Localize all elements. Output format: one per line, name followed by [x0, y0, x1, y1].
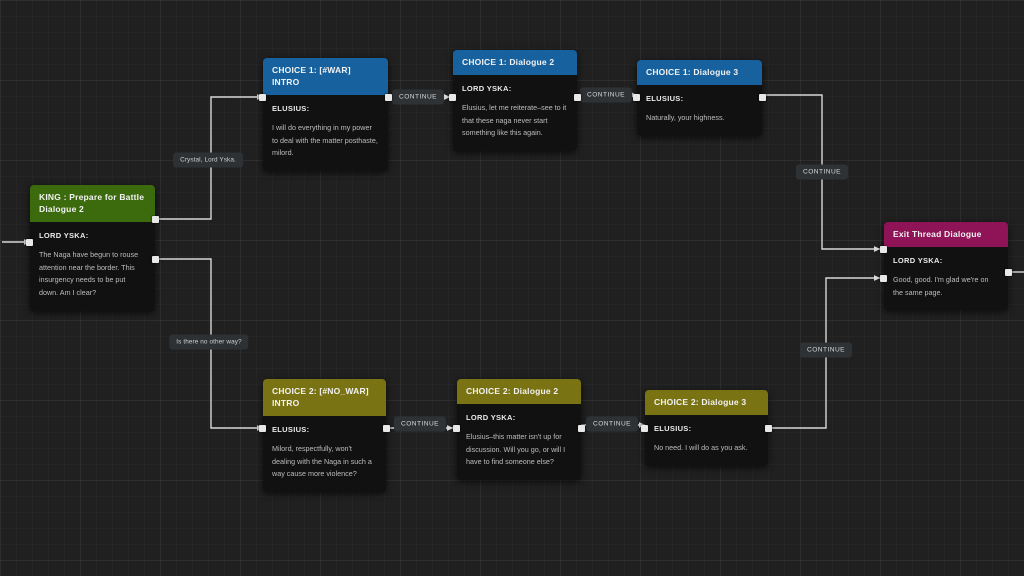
node-body: ELUSIUS: Milord, respectfully, won't dea… — [263, 416, 386, 492]
port-input[interactable] — [453, 425, 460, 432]
port-input-1[interactable] — [880, 246, 887, 253]
node-speaker: ELUSIUS: — [272, 425, 310, 435]
node-title: CHOICE 1: [#WAR] INTRO — [263, 58, 388, 96]
node-body: ELUSIUS: Naturally, your highness. — [637, 85, 762, 136]
node-choice-1-dialogue-2[interactable]: CHOICE 1: Dialogue 2 LORD YSKA: Elusius,… — [449, 50, 581, 151]
port-output-2[interactable] — [152, 256, 159, 263]
node-speaker: ELUSIUS: — [272, 104, 310, 114]
edge-label-choice-2[interactable]: Is there no other way? — [169, 334, 249, 350]
node-speaker: LORD YSKA: — [466, 413, 516, 423]
node-text: Naturally, your highness. — [646, 113, 725, 123]
port-input[interactable] — [259, 94, 266, 101]
edge-label-continue-2[interactable]: CONTINUE — [579, 87, 633, 103]
node-choice-2-dialogue-3[interactable]: CHOICE 2: Dialogue 3 ELUSIUS: No need. I… — [641, 390, 772, 466]
node-speaker: LORD YSKA: — [462, 84, 512, 94]
port-input[interactable] — [26, 239, 33, 246]
edge-label-continue-1[interactable]: CONTINUE — [391, 89, 445, 105]
node-title: CHOICE 2: [#NO_WAR] INTRO — [263, 379, 386, 417]
edge-label-continue-3[interactable]: CONTINUE — [795, 164, 849, 180]
node-king-prepare-for-battle[interactable]: KING : Prepare for Battle Dialogue 2 LOR… — [26, 185, 159, 311]
node-speaker: LORD YSKA: — [893, 256, 943, 266]
port-input-2[interactable] — [880, 275, 887, 282]
node-body: ELUSIUS: I will do everything in my powe… — [263, 95, 388, 171]
node-text: The Naga have begun to rouse attention n… — [39, 250, 139, 297]
node-title: Exit Thread Dialogue — [884, 222, 1008, 248]
node-speaker: ELUSIUS: — [646, 94, 684, 104]
node-exit-thread-dialogue[interactable]: Exit Thread Dialogue LORD YSKA: Good, go… — [880, 222, 1012, 311]
port-output[interactable] — [383, 425, 390, 432]
node-text: Elusius, let me reiterate–see to it that… — [462, 103, 567, 138]
node-title: CHOICE 2: Dialogue 3 — [645, 390, 768, 416]
node-title: CHOICE 2: Dialogue 2 — [457, 379, 581, 405]
node-body: ELUSIUS: No need. I will do as you ask. — [645, 415, 768, 466]
node-text: Good, good. I'm glad we're on the same p… — [893, 275, 989, 297]
edge-label-continue-4[interactable]: CONTINUE — [393, 416, 447, 432]
node-title-line-2: Dialogue 2 — [39, 204, 84, 215]
node-body: LORD YSKA: Elusius, let me reiterate–see… — [453, 75, 577, 151]
port-output[interactable] — [578, 425, 585, 432]
port-output[interactable] — [574, 94, 581, 101]
port-input[interactable] — [641, 425, 648, 432]
node-title: CHOICE 1: Dialogue 3 — [637, 60, 762, 86]
node-title: CHOICE 1: Dialogue 2 — [453, 50, 577, 76]
node-title-line-1: KING : Prepare for Battle — [39, 192, 145, 202]
node-body: LORD YSKA: The Naga have begun to rouse … — [30, 222, 155, 310]
node-body: LORD YSKA: Good, good. I'm glad we're on… — [884, 247, 1008, 310]
port-output-1[interactable] — [152, 216, 159, 223]
port-input[interactable] — [259, 425, 266, 432]
edge-label-continue-5[interactable]: CONTINUE — [585, 416, 639, 432]
node-choice-2-dialogue-2[interactable]: CHOICE 2: Dialogue 2 LORD YSKA: Elusius–… — [453, 379, 585, 480]
port-output[interactable] — [759, 94, 766, 101]
node-speaker: ELUSIUS: — [654, 424, 692, 434]
node-choice-1-dialogue-3[interactable]: CHOICE 1: Dialogue 3 ELUSIUS: Naturally,… — [633, 60, 766, 136]
node-choice-2-no-war-intro[interactable]: CHOICE 2: [#NO_WAR] INTRO ELUSIUS: Milor… — [259, 379, 390, 492]
port-input[interactable] — [633, 94, 640, 101]
edge-label-choice-1[interactable]: Crystal, Lord Yska. — [173, 152, 243, 168]
edge-label-continue-6[interactable]: CONTINUE — [799, 342, 853, 358]
port-output[interactable] — [385, 94, 392, 101]
node-choice-1-war-intro[interactable]: CHOICE 1: [#WAR] INTRO ELUSIUS: I will d… — [259, 58, 392, 171]
node-text: Elusius–this matter isn't up for discuss… — [466, 432, 566, 467]
node-body: LORD YSKA: Elusius–this matter isn't up … — [457, 404, 581, 480]
port-input[interactable] — [449, 94, 456, 101]
node-text: No need. I will do as you ask. — [654, 443, 748, 453]
port-output[interactable] — [1005, 269, 1012, 276]
port-output[interactable] — [765, 425, 772, 432]
node-title: KING : Prepare for Battle Dialogue 2 — [30, 185, 155, 223]
node-speaker: LORD YSKA: — [39, 231, 89, 241]
node-text: I will do everything in my power to deal… — [272, 123, 378, 158]
node-text: Milord, respectfully, won't dealing with… — [272, 444, 372, 479]
